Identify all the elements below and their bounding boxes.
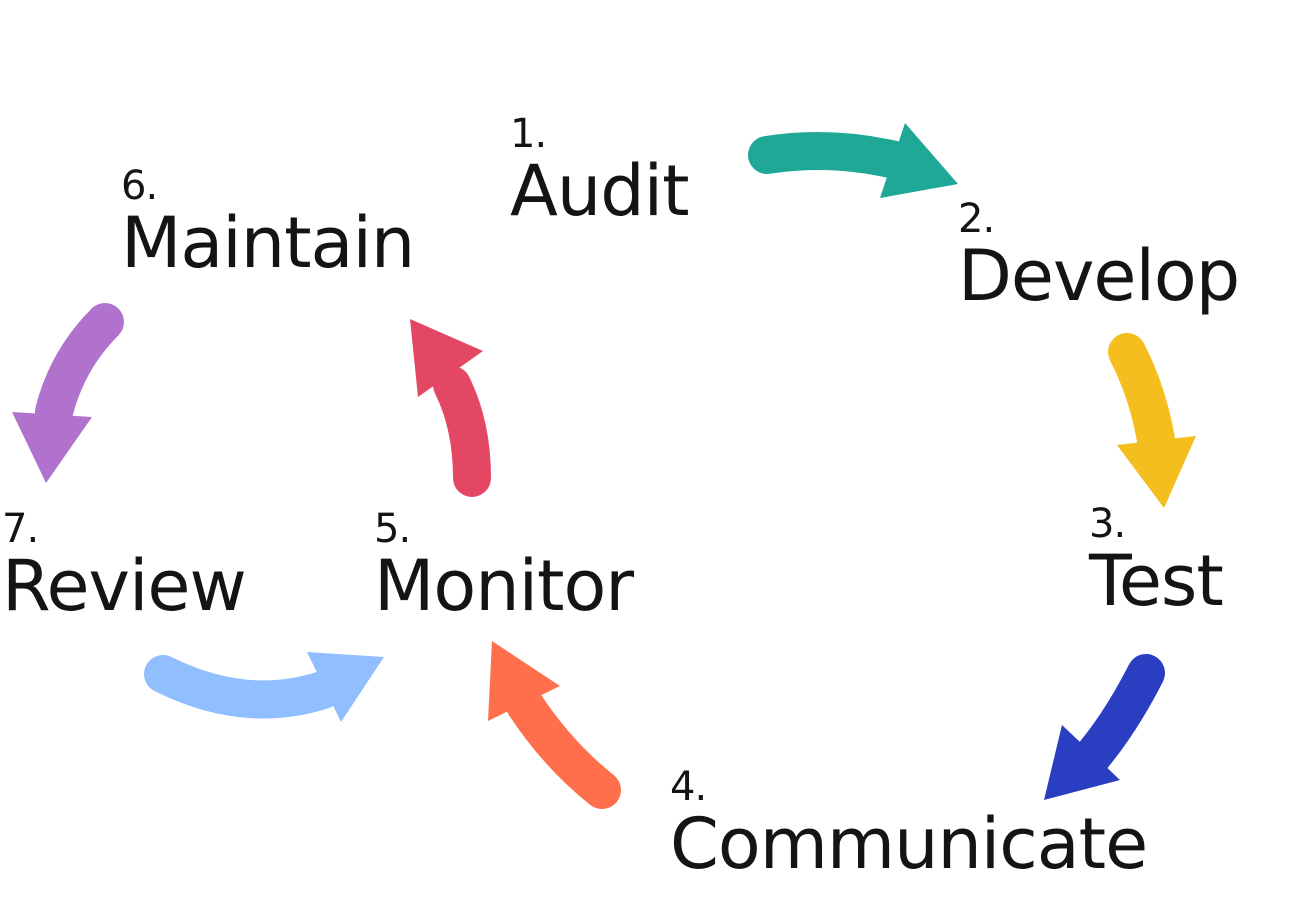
arrow-shaft [35, 303, 124, 431]
arrow-head [488, 641, 560, 721]
step-label: Audit [510, 150, 690, 232]
arrow-test-to-communicate [1044, 654, 1165, 800]
step-number: 3. [1089, 501, 1126, 547]
step-label: Maintain [121, 202, 415, 284]
arrow-head [1117, 436, 1196, 508]
step-develop: 2. Develop [958, 196, 1240, 317]
step-maintain: 6. Maintain [121, 163, 415, 284]
arrow-shaft [433, 366, 491, 497]
step-communicate: 4. Communicate [670, 764, 1148, 885]
step-number: 6. [121, 163, 158, 209]
arrow-shaft [144, 655, 342, 719]
step-label: Communicate [670, 803, 1148, 885]
step-label: Review [2, 545, 247, 627]
step-monitor: 5. Monitor [374, 506, 634, 627]
arrow-shaft [748, 132, 914, 179]
step-number: 7. [2, 506, 39, 552]
step-number: 4. [670, 764, 707, 810]
step-test: 3. Test [1089, 501, 1224, 622]
arrow-shaft [1108, 333, 1175, 459]
step-audit: 1. Audit [510, 111, 690, 232]
arrow-maintain-to-review [12, 303, 124, 483]
arrow-shaft [1066, 654, 1165, 784]
step-number: 5. [374, 506, 411, 552]
arrow-head [410, 319, 483, 397]
arrow-communicate-to-monitor [488, 641, 621, 809]
arrow-audit-to-develop [748, 123, 958, 198]
arrow-head [307, 652, 384, 722]
step-review: 7. Review [2, 506, 247, 627]
step-number: 1. [510, 111, 547, 157]
step-label: Monitor [374, 545, 634, 627]
arrow-monitor-to-maintain [410, 319, 491, 497]
arrow-head [1044, 725, 1120, 800]
arrow-shaft [506, 686, 621, 809]
step-label: Develop [958, 235, 1240, 317]
arrow-head [880, 123, 958, 198]
arrow-review-to-monitor [144, 652, 384, 722]
arrow-head [12, 412, 92, 483]
step-number: 2. [958, 196, 995, 242]
arrow-develop-to-test [1108, 333, 1196, 508]
step-label: Test [1089, 540, 1224, 622]
